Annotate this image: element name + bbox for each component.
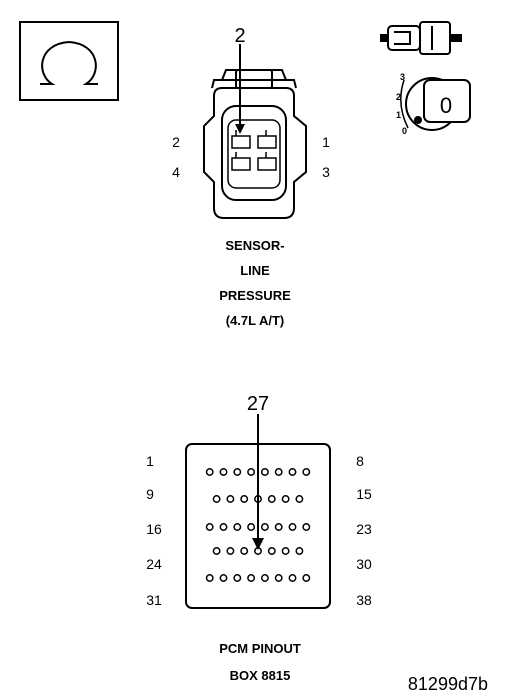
key-position-3: 3 <box>400 72 405 82</box>
pcm-pin-hole <box>267 547 276 555</box>
pcm-pin-hole <box>260 523 269 531</box>
pcm-pin-hole <box>260 468 269 476</box>
pcm-pin-hole <box>240 547 249 555</box>
pcm-caption: PCM PINOUT BOX 8815 <box>219 641 301 683</box>
sensor-caption-line-4: (4.7L A/T) <box>226 313 285 328</box>
pcm-row-3-left-label: 16 <box>146 521 162 537</box>
pcm-pin-hole <box>226 495 235 503</box>
figure-id: 81299d7b <box>408 674 488 694</box>
pcm-row-2-left-label: 9 <box>146 486 154 502</box>
pcm-row-2-right-label: 15 <box>356 486 372 502</box>
key-current-position: 0 <box>440 93 452 118</box>
pcm-pin-hole <box>205 574 214 582</box>
pcm-pin-hole <box>212 547 221 555</box>
pcm-pin-hole <box>233 523 242 531</box>
pcm-pin-hole <box>274 523 283 531</box>
sensor-connector: 2 2 4 1 3 <box>172 25 330 219</box>
pcm-caption-line-2: BOX 8815 <box>230 668 291 683</box>
pcm-row-1-right-label: 8 <box>356 453 364 469</box>
sensor-pin-label-top-left: 2 <box>172 134 180 150</box>
pcm-pin-hole <box>205 523 214 531</box>
pcm-pin-hole <box>281 547 290 555</box>
pcm-pin-hole <box>288 523 297 531</box>
sensor-caption-line-1: SENSOR- <box>225 238 284 253</box>
pcm-pin-hole <box>288 574 297 582</box>
sensor-callout-pin: 2 <box>234 25 245 47</box>
pcm-pin-hole <box>219 574 228 582</box>
harness-connector-icon <box>380 21 462 55</box>
pcm-pin-hole <box>226 547 235 555</box>
sensor-pin-label-bottom-right: 3 <box>322 164 330 180</box>
pcm-pin-hole <box>247 574 256 582</box>
pcm-pin-hole <box>302 574 311 582</box>
pcm-row-5-left-label: 31 <box>146 592 162 608</box>
pcm-pin-hole <box>233 574 242 582</box>
pcm-pin-hole <box>205 468 214 476</box>
pcm-pin-hole <box>240 495 249 503</box>
pcm-row-3-right-label: 23 <box>356 521 372 537</box>
pcm-pin-hole <box>281 495 290 503</box>
pcm-caption-line-1: PCM PINOUT <box>219 641 301 656</box>
pcm-pin-hole <box>274 574 283 582</box>
pcm-pin-hole <box>274 468 283 476</box>
pcm-row-4-left-label: 24 <box>146 556 162 572</box>
key-position-2: 2 <box>396 92 401 102</box>
pcm-pin-hole <box>212 495 221 503</box>
pcm-pin-hole <box>233 468 242 476</box>
sensor-pin-label-top-right: 1 <box>322 134 330 150</box>
pcm-row-5-right-label: 38 <box>356 592 372 608</box>
ohmmeter-symbol: Ω <box>19 21 119 101</box>
key-position-1: 1 <box>396 110 401 120</box>
sensor-pin-label-bottom-left: 4 <box>172 164 180 180</box>
pcm-pin-hole <box>219 468 228 476</box>
pcm-row-1-left-label: 1 <box>146 453 154 469</box>
pcm-pin-hole <box>260 574 269 582</box>
pcm-connector: 27 1 9 16 24 31 8 15 23 30 38 <box>146 393 372 609</box>
sensor-caption-line-2: LINE <box>240 263 270 278</box>
pcm-row-4-right-label: 30 <box>356 556 372 572</box>
pcm-pin-hole <box>219 523 228 531</box>
pcm-pin-grid <box>205 468 311 582</box>
pcm-pin-hole <box>302 523 311 531</box>
pcm-pin-hole <box>267 495 276 503</box>
ignition-key-icon: 3 2 1 0 0 <box>396 72 471 136</box>
key-position-0: 0 <box>402 126 407 136</box>
pcm-pin-hole <box>288 468 297 476</box>
pcm-pin-hole <box>247 468 256 476</box>
pcm-pin-hole <box>295 495 304 503</box>
pcm-pin-hole <box>247 523 256 531</box>
pcm-pin-hole <box>302 468 311 476</box>
pcm-callout-pin: 27 <box>247 393 269 415</box>
sensor-caption-line-3: PRESSURE <box>219 288 291 303</box>
sensor-caption: SENSOR- LINE PRESSURE (4.7L A/T) <box>219 238 291 328</box>
pcm-pin-hole <box>295 547 304 555</box>
ohm-symbol-text: Ω <box>69 69 70 71</box>
